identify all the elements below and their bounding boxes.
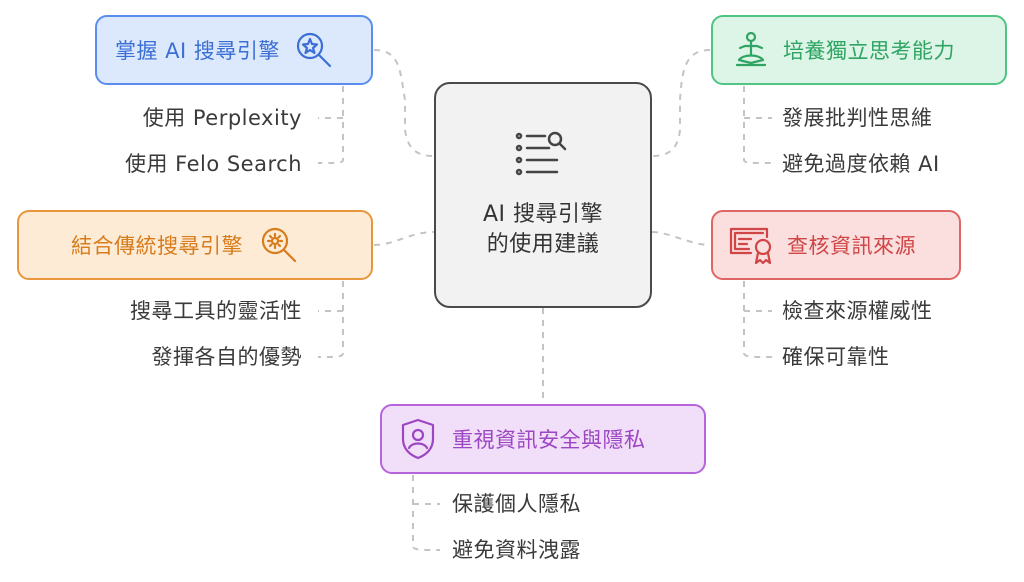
center-title: AI 搜尋引擎的使用建議 <box>482 202 604 257</box>
connector-b4 <box>651 231 711 246</box>
shield-user-icon <box>401 418 435 460</box>
list-item: 確保可靠性 <box>782 345 890 369</box>
connector-b3 <box>651 49 711 157</box>
branch-label: 結合傳統搜尋引擎 <box>71 234 243 258</box>
list-item: 使用 Perplexity <box>142 106 302 130</box>
search-star-icon <box>296 32 332 68</box>
list-item: 避免過度依賴 AI <box>782 152 940 176</box>
list-item: 檢查來源權威性 <box>782 299 933 323</box>
list-item: 發展批判性思維 <box>782 106 933 130</box>
branch-independent-thinking: 培養獨立思考能力 <box>711 15 1007 85</box>
branch-label: 重視資訊安全與隱私 <box>452 428 646 452</box>
center-node: AI 搜尋引擎的使用建議 <box>434 82 652 308</box>
connector-b1 <box>373 49 435 157</box>
branch-label: 掌握 AI 搜尋引擎 <box>115 39 280 63</box>
connector-b2 <box>373 231 435 246</box>
branch-combine-traditional: 結合傳統搜尋引擎 <box>17 210 373 280</box>
meditation-icon <box>735 31 767 67</box>
search-gear-icon <box>261 227 297 263</box>
connector-b5-items <box>412 475 441 551</box>
document-search-icon <box>515 131 567 176</box>
list-item: 保護個人隱私 <box>452 492 581 516</box>
branch-master-ai-search: 掌握 AI 搜尋引擎 <box>95 15 373 85</box>
list-item: 搜尋工具的靈活性 <box>130 299 302 323</box>
connector-b2-items <box>317 281 344 358</box>
list-item: 避免資料洩露 <box>452 538 581 562</box>
certificate-icon <box>729 227 772 265</box>
branch-verify-sources: 查核資訊來源 <box>711 210 961 280</box>
branch-label: 查核資訊來源 <box>787 234 916 258</box>
branch-label: 培養獨立思考能力 <box>783 39 955 63</box>
list-item: 發揮各自的優勢 <box>151 345 302 369</box>
connector-b4-items <box>743 281 773 358</box>
branch-security-privacy: 重視資訊安全與隱私 <box>380 404 706 474</box>
list-item: 使用 Felo Search <box>124 152 302 176</box>
connector-b3-items <box>743 86 773 164</box>
connector-b1-items <box>317 86 344 164</box>
